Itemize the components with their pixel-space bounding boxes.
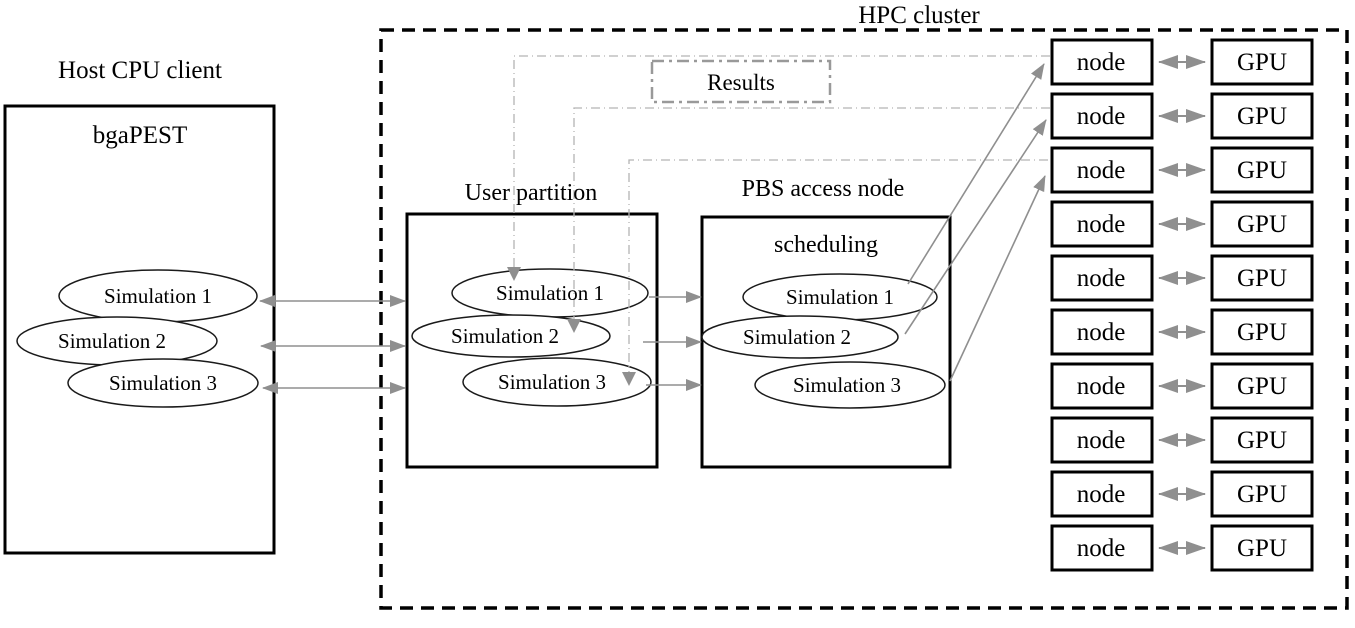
node-gpu-row-10: node GPU: [1050, 524, 1314, 572]
node-box: [1050, 254, 1154, 302]
results-line-node1-to-sim1: [513, 55, 1050, 268]
pbs-to-node-arrows: [904, 63, 1047, 382]
user-partition-group: [405, 212, 659, 469]
results-box: [650, 59, 832, 104]
partition-simulation-3-label: Simulation 3: [498, 370, 606, 394]
hpc-cluster-region: HPC cluster: [379, 2, 1349, 610]
host-cpu-client-group: Host CPU client bgaPEST: [3, 57, 276, 555]
gpu-box: [1210, 146, 1314, 194]
node-gpu-row-6: node GPU: [1050, 308, 1314, 356]
results-feedback-lines: Results: [507, 55, 1050, 386]
gpu-label: GPU: [1237, 319, 1287, 346]
pbs-access-node-group: [700, 215, 952, 469]
node-box: [1050, 146, 1154, 194]
node-gpu-column: node GPU node GPU node GPU node GPU: [1050, 38, 1314, 572]
node-box: [1050, 308, 1154, 356]
partition-simulation-3-ellipse: [462, 357, 652, 407]
partition-simulation-2-label: Simulation 2: [451, 324, 559, 348]
pbs-simulation-2-label: Simulation 2: [743, 325, 851, 349]
node-box: [1050, 416, 1154, 464]
gpu-label: GPU: [1237, 373, 1287, 400]
node-box: [1050, 524, 1154, 572]
node-gpu-row-4: node GPU: [1050, 200, 1314, 248]
gpu-label: GPU: [1237, 265, 1287, 292]
user-partition-title: User partition: [465, 180, 598, 206]
down-arrowhead-sim3: [622, 372, 636, 386]
hpc-cluster-border: [379, 28, 1349, 610]
gpu-box: [1210, 254, 1314, 302]
arrow-sim1-to-node1: [907, 63, 1045, 285]
bgapest-label: bgaPEST: [93, 122, 187, 149]
gpu-box: [1210, 92, 1314, 140]
gpu-label: GPU: [1237, 157, 1287, 184]
node-label: node: [1077, 481, 1126, 508]
gpu-label: GPU: [1237, 427, 1287, 454]
node-gpu-row-3: node GPU: [1050, 146, 1314, 194]
results-line-node3-to-sim3: [628, 159, 1048, 372]
host-simulation-3-label: Simulation 3: [109, 371, 217, 395]
pbs-simulation-3-label: Simulation 3: [793, 373, 901, 397]
hpc-cluster-title: HPC cluster: [858, 2, 980, 29]
gpu-box: [1210, 416, 1314, 464]
host-to-partition-arrows: [259, 295, 406, 394]
node-label: node: [1077, 103, 1126, 130]
partition-to-pbs-arrows: [643, 291, 702, 391]
pbs-simulation-3-ellipse: [754, 361, 946, 409]
node-box: [1050, 470, 1154, 518]
arrow-sim3-to-node3: [949, 175, 1046, 382]
node-label: node: [1077, 265, 1126, 292]
arrow-sim2-to-node2: [904, 119, 1047, 335]
partition-simulation-2-ellipse: [411, 314, 611, 358]
gpu-label: GPU: [1237, 103, 1287, 130]
gpu-box: [1210, 200, 1314, 248]
gpu-box: [1210, 38, 1314, 86]
host-simulation-2-label: Simulation 2: [58, 329, 166, 353]
gpu-label: GPU: [1237, 535, 1287, 562]
gpu-box: [1210, 308, 1314, 356]
down-arrowhead-sim2: [567, 319, 581, 333]
text-layer: User partition PBS access node schedulin…: [58, 176, 904, 397]
pbs-simulation-1-label: Simulation 1: [786, 285, 894, 309]
node-gpu-row-7: node GPU: [1050, 362, 1314, 410]
down-arrowhead-sim1: [507, 267, 521, 281]
node-label: node: [1077, 535, 1126, 562]
node-gpu-row-5: node GPU: [1050, 254, 1314, 302]
node-gpu-row-8: node GPU: [1050, 416, 1314, 464]
node-label: node: [1077, 211, 1126, 238]
gpu-box: [1210, 470, 1314, 518]
pbs-simulation-2-ellipse: [701, 315, 899, 359]
node-label: node: [1077, 49, 1126, 76]
node-box: [1050, 92, 1154, 140]
gpu-box: [1210, 362, 1314, 410]
gpu-label: GPU: [1237, 211, 1287, 238]
node-box: [1050, 200, 1154, 248]
node-label: node: [1077, 319, 1126, 346]
node-gpu-row-1: node GPU: [1050, 38, 1314, 86]
pbs-access-node-title: PBS access node: [742, 176, 905, 202]
gpu-label: GPU: [1237, 481, 1287, 508]
node-box: [1050, 362, 1154, 410]
partition-simulation-1-label: Simulation 1: [496, 281, 604, 305]
node-label: node: [1077, 157, 1126, 184]
scheduling-label: scheduling: [774, 232, 878, 258]
host-simulation-3-ellipse: [67, 358, 259, 408]
results-line-node2-to-sim2: [573, 107, 1050, 320]
node-label: node: [1077, 427, 1126, 454]
gpu-box: [1210, 524, 1314, 572]
gpu-label: GPU: [1237, 49, 1287, 76]
host-simulation-1-label: Simulation 1: [104, 284, 212, 308]
results-label: Results: [707, 70, 775, 95]
node-gpu-row-9: node GPU: [1050, 470, 1314, 518]
host-cpu-client-title: Host CPU client: [58, 57, 222, 84]
node-label: node: [1077, 373, 1126, 400]
node-gpu-row-2: node GPU: [1050, 92, 1314, 140]
node-box: [1050, 38, 1154, 86]
